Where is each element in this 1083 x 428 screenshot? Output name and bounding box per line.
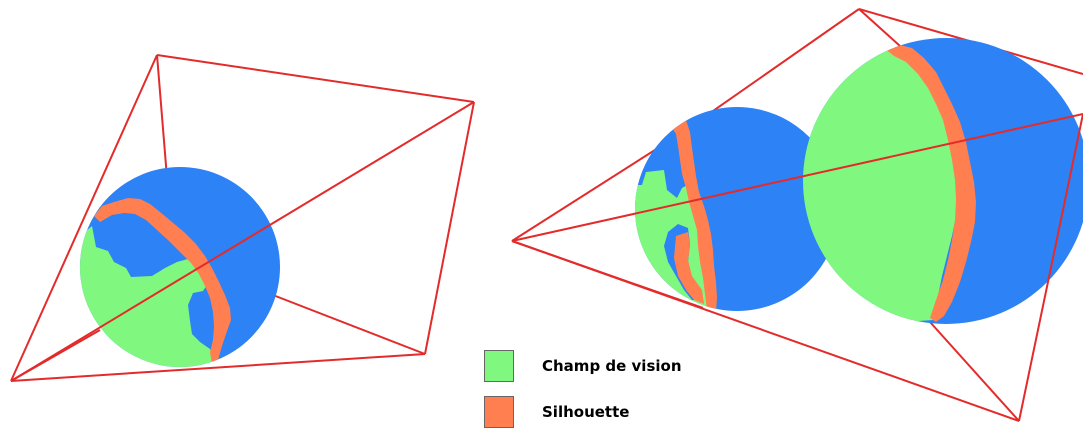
legend-swatch-silhouette [484, 396, 514, 428]
right-small-silhouette-inner [674, 232, 704, 304]
right-large-field-of-view-region [803, 38, 958, 324]
left-scene [10, 54, 475, 382]
legend-item-field-of-view: Champ de vision [484, 350, 682, 382]
right-frustum-front [511, 113, 1083, 422]
right-large-sphere [803, 38, 1083, 324]
legend: Champ de vision Silhouette [484, 350, 744, 428]
left-frustum-back [10, 54, 475, 382]
legend-label-field-of-view: Champ de vision [542, 357, 682, 375]
legend-label-silhouette: Silhouette [542, 403, 630, 421]
legend-swatch-field-of-view [484, 350, 514, 382]
right-small-silhouette-band [672, 120, 717, 311]
left-sphere [80, 167, 280, 367]
left-silhouette-band [94, 198, 231, 364]
left-frustum-front [10, 101, 475, 382]
legend-item-silhouette: Silhouette [484, 396, 629, 428]
right-scene [511, 8, 1083, 422]
right-small-sphere [635, 107, 839, 311]
right-large-silhouette-band [884, 44, 976, 322]
